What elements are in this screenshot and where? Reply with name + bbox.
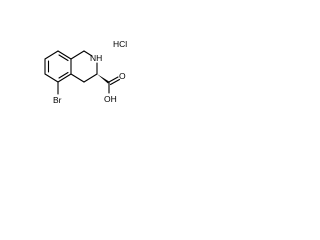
atom-nh: NH (90, 53, 102, 63)
double-bond (58, 54, 69, 62)
bond (70, 50, 85, 60)
piperidine-ring (70, 50, 98, 83)
atom-oh: OH (104, 94, 117, 104)
bond (44, 73, 59, 83)
benzene-ring (44, 50, 72, 83)
bond (57, 50, 72, 60)
bond (57, 73, 72, 83)
double-bond (58, 71, 69, 79)
carbonyl-bond (108, 76, 119, 83)
salt-hcl: HCl (113, 39, 127, 49)
structure-canvas: NH Br OH O HCl (0, 0, 152, 152)
carbonyl-bond (109, 78, 121, 86)
bond (44, 50, 59, 60)
atom-br: Br (53, 95, 62, 105)
atom-o: O (119, 71, 126, 81)
bond (70, 73, 85, 83)
bond (83, 73, 98, 83)
stereo-wedge (97, 74, 109, 84)
molecule-structure: NH Br OH O HCl (44, 39, 127, 105)
bond (83, 50, 93, 57)
